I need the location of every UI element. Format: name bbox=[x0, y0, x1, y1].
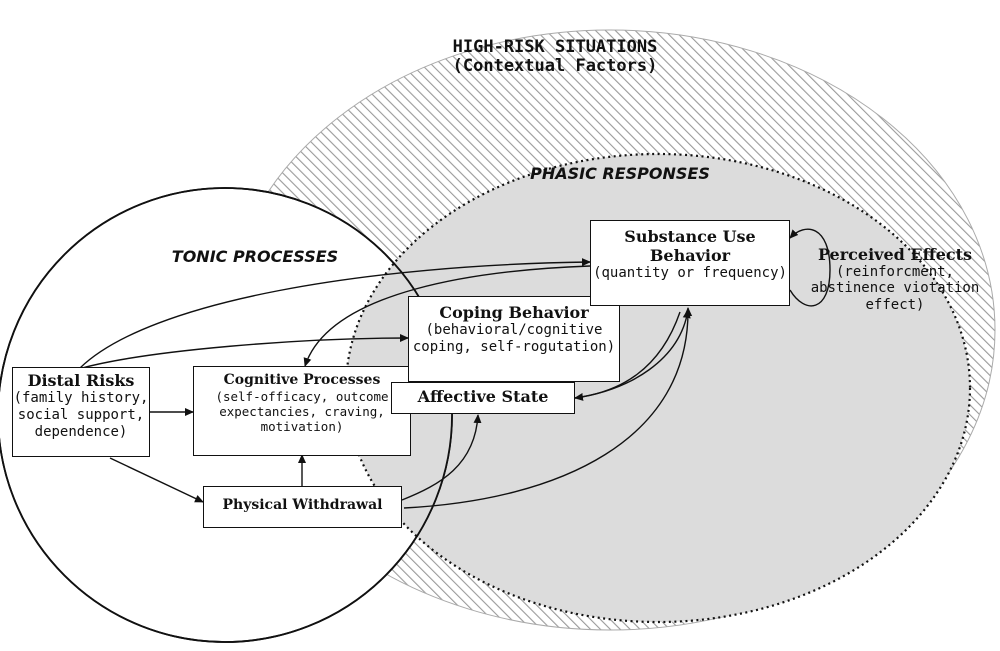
perceived-effects-label: Perceived Effects (reinforcment, abstine… bbox=[806, 245, 984, 313]
cognitive-processes-details: (self-officacy, outcome expectancies, cr… bbox=[215, 388, 389, 434]
distal-risks-box: Distal Risks (family history, social sup… bbox=[12, 367, 150, 457]
coping-behavior-details: (behavioral/cognitive coping, self-rogut… bbox=[412, 322, 616, 355]
arrow-distal-to-withdrawal bbox=[109, 457, 204, 503]
physical-withdrawal-title: Physical Withdrawal bbox=[222, 497, 383, 513]
coping-behavior-title: Coping Behavior bbox=[439, 303, 589, 322]
arrow-substance-use-to-cognitive bbox=[303, 265, 591, 367]
phasic-responses-label: PHASIC RESPONSES bbox=[530, 164, 710, 183]
distal-risks-details: (family history, social support, depende… bbox=[13, 390, 149, 440]
perceived-effects-title: Perceived Effects bbox=[817, 245, 973, 264]
high-risk-subtitle: (Contextual Factors) bbox=[452, 55, 658, 76]
cognitive-processes-title: Cognitive Processes bbox=[223, 372, 381, 388]
arrow-distal-to-substance-use bbox=[79, 258, 591, 369]
substance-use-title: Substance Use Behavior bbox=[624, 227, 756, 266]
phasic-responses-region bbox=[344, 152, 972, 624]
substance-use-box: Substance Use Behavior (quantity or freq… bbox=[590, 220, 790, 306]
arrow-substance-use-to-affective bbox=[574, 311, 681, 401]
high-risk-title: HIGH-RISK SITUATIONS bbox=[452, 37, 658, 57]
perceived-effects-details: (reinforcment, abstinence viotation effe… bbox=[810, 264, 980, 313]
affective-state-box: Affective State bbox=[391, 382, 575, 414]
substance-use-details: (quantity or frequency) bbox=[593, 265, 787, 282]
arrow-distal-to-coping bbox=[81, 334, 409, 369]
cognitive-processes-box: Cognitive Processes (self-officacy, outc… bbox=[193, 366, 411, 456]
distal-risks-title: Distal Risks bbox=[27, 371, 135, 390]
arrow-withdrawal-to-affective bbox=[401, 414, 482, 501]
coping-behavior-box: Coping Behavior (behavioral/cognitive co… bbox=[408, 296, 620, 382]
arrow-withdrawal-to-substance-use bbox=[403, 307, 693, 509]
affective-state-title: Affective State bbox=[417, 387, 549, 406]
arrow-perceived-effects-loop bbox=[789, 228, 831, 307]
physical-withdrawal-box: Physical Withdrawal bbox=[203, 486, 402, 528]
tonic-processes-label: TONIC PROCESSES bbox=[171, 247, 339, 266]
high-risk-situations-label: HIGH-RISK SITUATIONS (Contextual Factors… bbox=[390, 38, 720, 75]
tonic-boundary bbox=[0, 187, 453, 643]
